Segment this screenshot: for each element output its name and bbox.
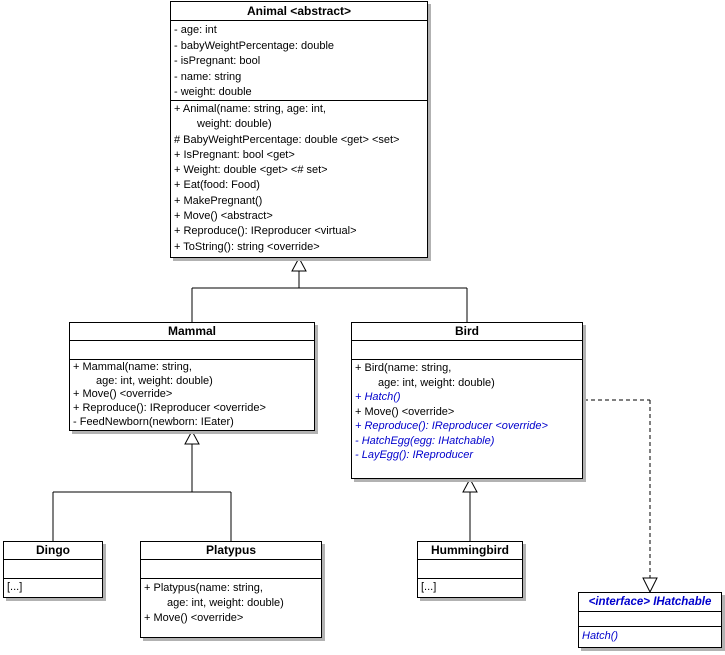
interface-box-ihatchable: <interface> IHatchable Hatch()	[578, 592, 722, 648]
mammal-methods-section: + Mammal(name: string, age: int, weight:…	[70, 360, 314, 430]
attribute-row: - isPregnant: bool	[174, 55, 261, 67]
animal-methods-section: + Animal(name: string, age: int, weight:…	[171, 101, 427, 256]
class-title-hummingbird: Hummingbird	[418, 542, 522, 560]
method-row: + Animal(name: string, age: int,	[174, 103, 326, 115]
method-row: + MakePregnant()	[174, 194, 263, 207]
method-row-virtual: + Hatch()	[355, 391, 401, 403]
hollow-triangle-icon	[291, 256, 307, 272]
class-title-bird: Bird	[352, 323, 582, 341]
class-box-mammal: Mammal + Mammal(name: string, age: int, …	[69, 322, 315, 431]
class-box-platypus: Platypus + Platypus(name: string, age: i…	[140, 541, 322, 638]
method-row: + Reproduce(): IReproducer <override>	[73, 402, 266, 415]
animal-attributes-section: - age: int - babyWeightPercentage: doubl…	[171, 21, 427, 101]
method-row: + Move() <override>	[355, 405, 455, 418]
class-box-animal: Animal <abstract> - age: int - babyWeigh…	[170, 1, 428, 258]
class-title-mammal: Mammal	[70, 323, 314, 341]
method-row: + Reproduce(): IReproducer <virtual>	[174, 225, 357, 238]
method-row: + Platypus(name: string,	[144, 582, 263, 594]
method-row: + Move() <override>	[73, 388, 173, 401]
generalization-arrow-to-mammal	[52, 429, 232, 541]
attribute-row: - name: string	[174, 70, 242, 83]
dingo-methods-section: [...]	[4, 579, 102, 597]
method-row-virtual: - LayEgg(): IReproducer	[355, 449, 473, 461]
attribute-row: - age: int	[174, 24, 217, 36]
method-row: + Eat(food: Food)	[174, 179, 260, 192]
attribute-row: - weight: double	[174, 86, 252, 98]
class-box-bird: Bird + Bird(name: string, age: int, weig…	[351, 322, 583, 479]
mammal-attributes-section	[70, 341, 314, 360]
method-row: + Move() <override>	[144, 612, 244, 624]
platypus-attributes-section	[141, 560, 321, 579]
method-row-virtual: - HatchEgg(egg: IHatchable)	[355, 434, 495, 447]
bird-methods-section: + Bird(name: string, age: int, weight: d…	[352, 360, 582, 478]
interface-title-ihatchable: <interface> IHatchable	[579, 593, 721, 612]
generalization-arrow-to-bird	[462, 477, 478, 541]
realization-arrow-bird-to-ihatchable	[584, 399, 658, 594]
method-row: + Move() <abstract>	[174, 210, 273, 223]
method-row: + Mammal(name: string,	[73, 361, 192, 373]
method-row-virtual: + Reproduce(): IReproducer <override>	[355, 420, 548, 432]
method-row: # BabyWeightPercentage: double <get> <se…	[174, 133, 400, 146]
method-row-continuation: age: int, weight: double)	[96, 374, 213, 387]
class-title-platypus: Platypus	[141, 542, 321, 560]
method-row-continuation: weight: double)	[197, 118, 272, 131]
dingo-attributes-section	[4, 560, 102, 579]
method-row: + ToString(): string <override>	[174, 240, 320, 253]
bird-attributes-section	[352, 341, 582, 360]
method-row-ellipsis: [...]	[7, 581, 23, 593]
generalization-arrow-to-animal	[191, 256, 468, 322]
attribute-row: - babyWeightPercentage: double	[174, 39, 335, 52]
hollow-triangle-icon	[462, 477, 478, 493]
hummingbird-methods-section: [...]	[418, 579, 522, 597]
method-row: + Bird(name: string,	[355, 362, 452, 374]
hollow-triangle-icon	[642, 577, 658, 594]
class-box-dingo: Dingo [...]	[3, 541, 103, 598]
method-row: - FeedNewborn(newborn: IEater)	[73, 415, 234, 428]
method-row: + Weight: double <get> <# set>	[174, 164, 328, 177]
method-row-virtual: Hatch()	[582, 630, 619, 642]
class-box-hummingbird: Hummingbird [...]	[417, 541, 523, 598]
hollow-triangle-icon	[184, 429, 200, 445]
method-row-continuation: age: int, weight: double)	[378, 376, 495, 389]
method-row: + IsPregnant: bool <get>	[174, 148, 295, 161]
ihatchable-methods-section: Hatch()	[579, 627, 721, 647]
class-title-dingo: Dingo	[4, 542, 102, 560]
platypus-methods-section: + Platypus(name: string, age: int, weigh…	[141, 579, 321, 637]
class-title-animal: Animal <abstract>	[171, 2, 427, 21]
ihatchable-attributes-section	[579, 612, 721, 627]
method-row-ellipsis: [...]	[421, 581, 437, 593]
hummingbird-attributes-section	[418, 560, 522, 579]
method-row-continuation: age: int, weight: double)	[167, 597, 284, 609]
